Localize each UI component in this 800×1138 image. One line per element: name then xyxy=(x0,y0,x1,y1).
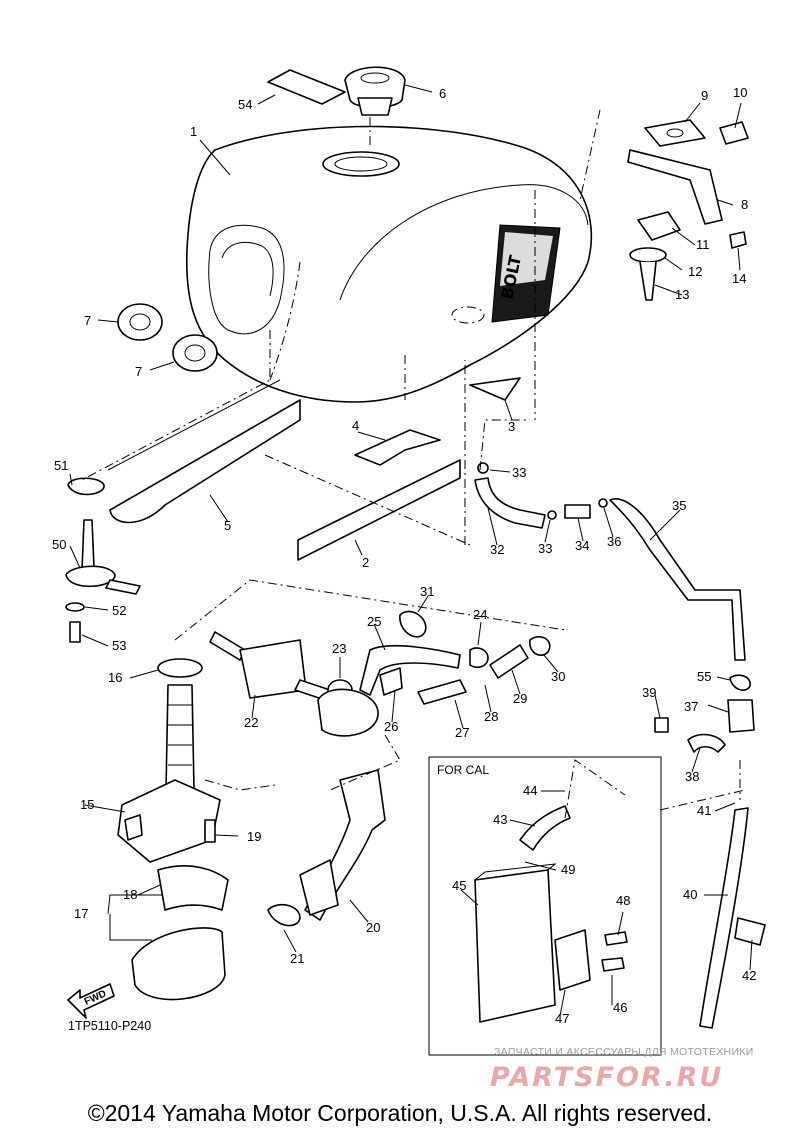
bracket-assembly xyxy=(627,119,749,301)
part-label-31: 31 xyxy=(420,584,434,599)
part-label-30: 30 xyxy=(551,669,565,684)
forward-direction-arrow: FWD xyxy=(67,983,115,1019)
watermark-brand: PARTSFOR.RU xyxy=(490,1062,723,1093)
part-label-4: 4 xyxy=(352,418,359,433)
part-label-44: 44 xyxy=(523,783,537,798)
fuel-tank: BOLT xyxy=(185,125,593,420)
part-label-21: 21 xyxy=(290,951,304,966)
part-label-11: 11 xyxy=(696,237,710,252)
part-label-28: 28 xyxy=(484,709,498,724)
damper-upper xyxy=(117,303,163,341)
damper-lower xyxy=(172,334,218,372)
part-label-29: 29 xyxy=(513,691,527,706)
seal-pad-4 xyxy=(354,429,441,466)
part-label-34: 34 xyxy=(575,538,589,553)
part-label-26: 26 xyxy=(384,719,398,734)
fuel-cap xyxy=(344,66,406,116)
fuel-pump-assembly xyxy=(117,658,229,1001)
side-cover-protector xyxy=(109,399,301,524)
part-label-46: 46 xyxy=(613,1000,627,1015)
part-label-48: 48 xyxy=(616,893,630,908)
fuel-hose-assembly xyxy=(267,769,386,927)
vent-components xyxy=(654,674,766,1029)
hose-group xyxy=(359,610,551,705)
part-label-18: 18 xyxy=(123,887,137,902)
part-label-16: 16 xyxy=(108,670,122,685)
part-label-23: 23 xyxy=(332,641,346,656)
fuel-sender-assembly xyxy=(65,477,141,643)
part-label-42: 42 xyxy=(742,968,756,983)
part-label-14: 14 xyxy=(732,271,746,286)
part-label-41: 41 xyxy=(697,803,711,818)
part-label-32: 32 xyxy=(490,542,504,557)
breather-hose-group xyxy=(474,462,746,661)
watermark: ЗАПЧАСТИ И АКСЕССУАРЫ ДЛЯ МОТОТЕХНИКИ PA… xyxy=(490,1046,754,1093)
part-label-35: 35 xyxy=(672,498,686,513)
part-label-6: 6 xyxy=(439,86,446,101)
watermark-tagline: ЗАПЧАСТИ И АКСЕССУАРЫ ДЛЯ МОТОТЕХНИКИ xyxy=(494,1046,754,1058)
fuel-pump xyxy=(317,679,379,737)
foam-pad xyxy=(267,69,346,105)
part-label-13: 13 xyxy=(675,287,689,302)
part-label-27: 27 xyxy=(455,725,469,740)
part-label-3: 3 xyxy=(508,419,515,434)
part-label-12: 12 xyxy=(688,264,702,279)
fuel-filter xyxy=(209,631,331,701)
part-label-33b: 33 xyxy=(538,541,552,556)
part-label-7b: 7 xyxy=(135,364,142,379)
part-label-37: 37 xyxy=(684,699,698,714)
part-label-36: 36 xyxy=(607,534,621,549)
part-label-19: 19 xyxy=(247,829,261,844)
part-label-39: 39 xyxy=(642,685,656,700)
for-cal-title: FOR CAL xyxy=(437,763,489,777)
part-label-51: 51 xyxy=(54,458,68,473)
part-label-22: 22 xyxy=(244,715,258,730)
for-cal-box: FOR CAL xyxy=(428,756,662,1056)
part-label-25: 25 xyxy=(367,614,381,629)
part-label-20: 20 xyxy=(366,920,380,935)
part-label-49: 49 xyxy=(561,862,575,877)
part-label-17: 17 xyxy=(74,906,88,921)
part-label-55: 55 xyxy=(697,669,711,684)
part-label-7a: 7 xyxy=(84,313,91,328)
part-label-40: 40 xyxy=(683,887,697,902)
part-label-9: 9 xyxy=(701,88,708,103)
part-label-24: 24 xyxy=(473,607,487,622)
part-label-43: 43 xyxy=(493,812,507,827)
part-label-47: 47 xyxy=(555,1011,569,1026)
part-label-52: 52 xyxy=(112,603,126,618)
part-label-10: 10 xyxy=(733,85,747,100)
part-label-45: 45 xyxy=(452,878,466,893)
copyright-notice: ©2014 Yamaha Motor Corporation, U.S.A. A… xyxy=(87,1100,713,1126)
leader-lines xyxy=(69,84,753,1017)
diagram-code: 1TP5110-P240 xyxy=(68,1019,151,1033)
part-label-54: 54 xyxy=(238,97,252,112)
part-label-2: 2 xyxy=(362,555,369,570)
part-number-labels: 1 2 3 4 5 6 7 7 8 9 10 11 12 13 14 15 16… xyxy=(52,85,756,1026)
part-label-1: 1 xyxy=(190,124,197,139)
seal-pad-3 xyxy=(469,377,521,401)
protector-strip xyxy=(297,459,461,561)
part-label-5: 5 xyxy=(224,518,231,533)
part-label-33a: 33 xyxy=(512,465,526,480)
assembly-dash-lines xyxy=(81,109,746,819)
part-label-53: 53 xyxy=(112,638,126,653)
part-label-15: 15 xyxy=(80,797,94,812)
part-label-38: 38 xyxy=(685,769,699,784)
part-label-8: 8 xyxy=(741,197,748,212)
part-label-50: 50 xyxy=(52,537,66,552)
